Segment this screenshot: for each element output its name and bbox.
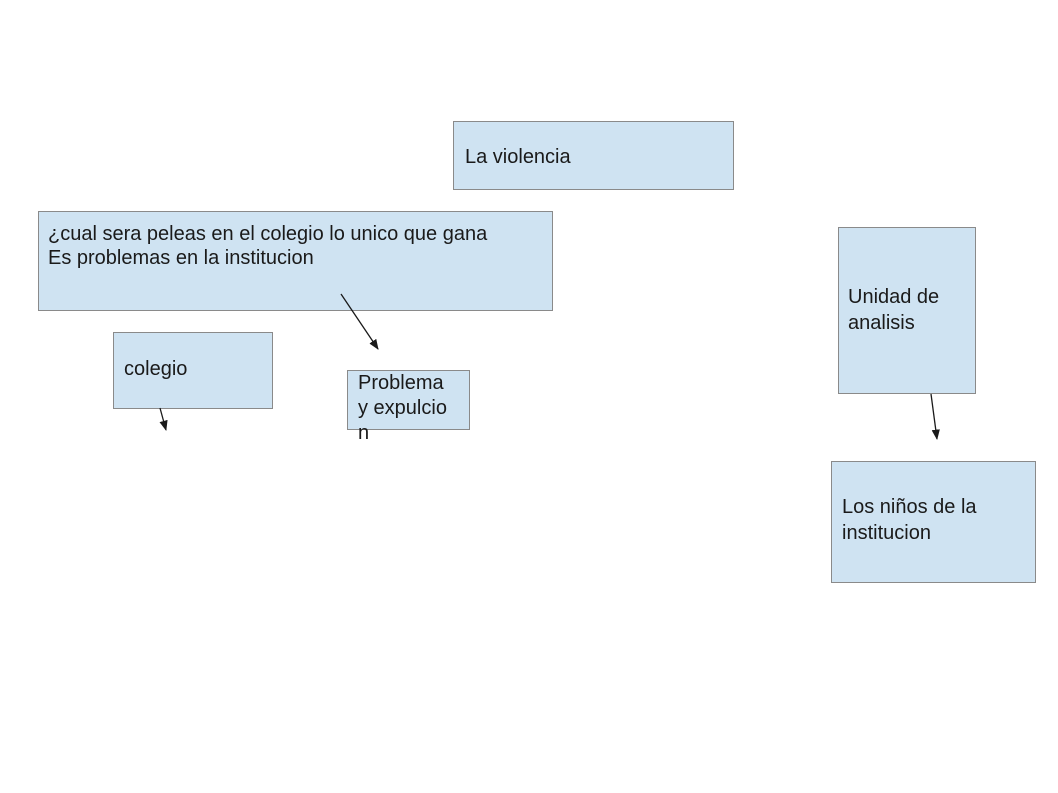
- node-la-violencia: La violencia: [453, 121, 734, 190]
- node-los-ninos: Los niños de la institucion: [831, 461, 1036, 583]
- node-question-line1: ¿cual sera peleas en el colegio lo unico…: [48, 223, 488, 245]
- node-colegio: colegio: [113, 332, 273, 409]
- node-la-violencia-label: La violencia: [465, 146, 571, 168]
- node-unidad-de-analisis: Unidad de analisis: [838, 227, 976, 394]
- arrow-colegio-down: [159, 407, 168, 432]
- node-problema-expulcion: Problema y expulcion: [347, 370, 470, 444]
- node-unidad-label: Unidad de analisis: [848, 286, 940, 334]
- node-question-line2: Es problemas en la institucion: [48, 247, 314, 269]
- arrow-question-to-problema: [340, 293, 379, 350]
- node-colegio-label: colegio: [124, 358, 188, 380]
- arrow-unidad-to-ninos: [930, 393, 940, 441]
- node-problema-label: Problema y expulcion: [358, 372, 447, 444]
- node-question: ¿cual sera peleas en el colegio lo unico…: [38, 211, 553, 311]
- node-ninos-label: Los niños de la institucion: [842, 496, 977, 544]
